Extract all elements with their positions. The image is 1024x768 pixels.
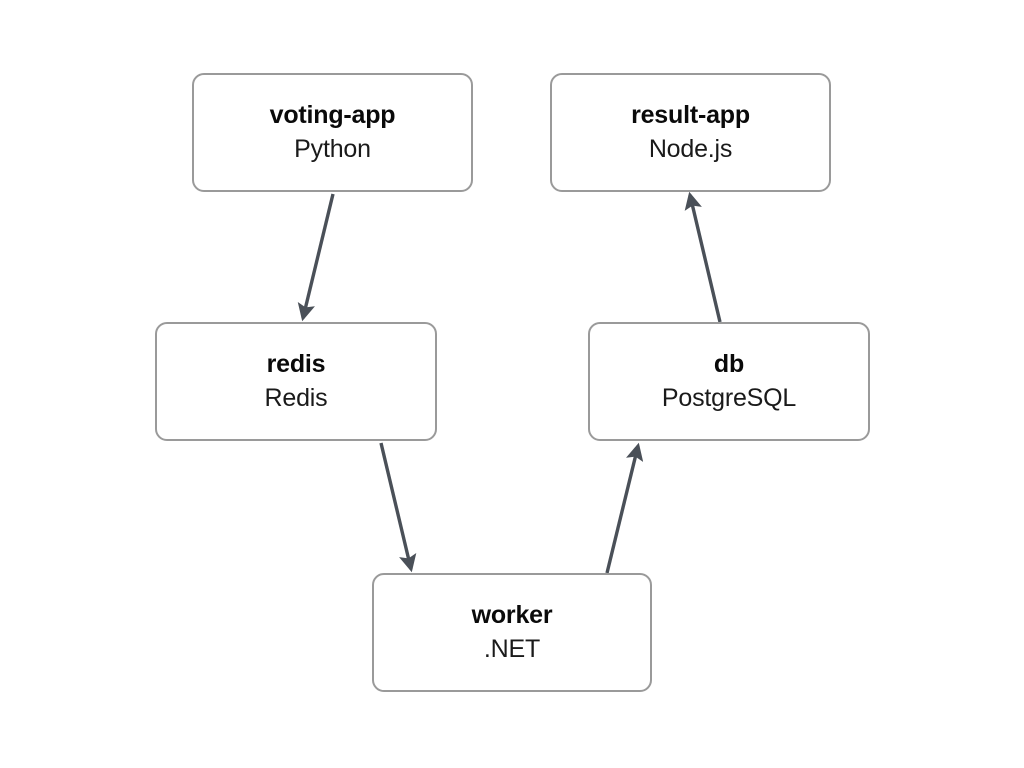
node-worker[interactable]: worker .NET bbox=[372, 573, 652, 692]
node-subtitle: .NET bbox=[483, 635, 541, 663]
node-title: db bbox=[713, 350, 745, 378]
node-result-app[interactable]: result-app Node.js bbox=[550, 73, 831, 192]
node-title: worker bbox=[471, 601, 553, 629]
node-voting-app[interactable]: voting-app Python bbox=[192, 73, 473, 192]
edge-redis-to-worker bbox=[379, 442, 417, 573]
node-title: result-app bbox=[631, 101, 750, 129]
node-subtitle: Node.js bbox=[648, 135, 733, 163]
node-title: voting-app bbox=[269, 101, 396, 129]
edge-voting-app-to-redis bbox=[297, 193, 335, 322]
node-subtitle: Redis bbox=[264, 384, 328, 412]
node-db[interactable]: db PostgreSQL bbox=[588, 322, 870, 441]
node-subtitle: Python bbox=[294, 135, 371, 163]
node-subtitle: PostgreSQL bbox=[661, 384, 797, 412]
node-redis[interactable]: redis Redis bbox=[155, 322, 437, 441]
node-title: redis bbox=[266, 350, 326, 378]
edge-worker-to-db bbox=[605, 442, 644, 574]
edge-db-to-result-app bbox=[684, 191, 722, 323]
